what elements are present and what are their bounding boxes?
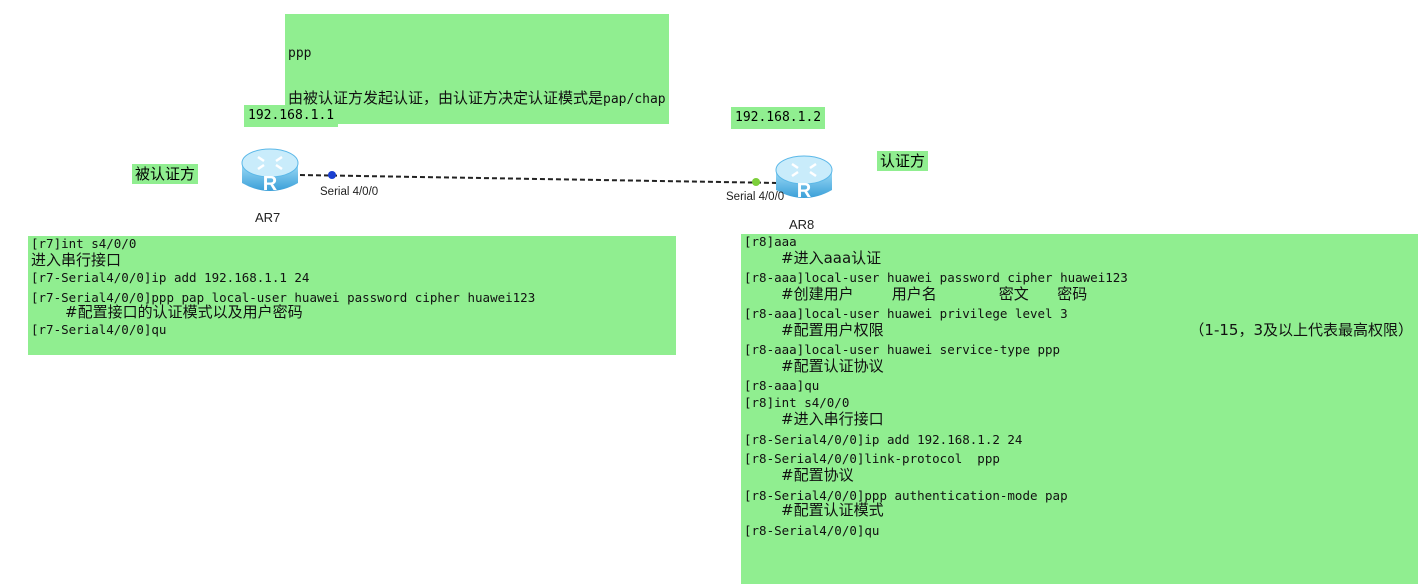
r8-cmd-line: [r8-aaa]local-user huawei service-type p… (744, 342, 1061, 357)
left-role-label: 被认证方 (132, 164, 199, 184)
r8-desc-line: #进入aaa认证 (781, 249, 882, 267)
r8-desc-line: #配置认证协议 (781, 357, 884, 375)
right-port-dot[interactable] (752, 178, 760, 186)
right-ip-label: 192.168.1.2 (731, 107, 826, 129)
r8-desc-line: #配置用户权限 （1-15，3及以上代表最高权限） (744, 321, 1415, 339)
header-note-line2-en: pap/chap (603, 92, 666, 107)
r8-cmd-line: [r8-Serial4/0/0]ip add 192.168.1.2 24 (744, 432, 1023, 447)
r7-desc-line: 进入串行接口 (31, 251, 122, 269)
r8-privilege-desc: #配置用户权限 (781, 321, 884, 339)
r7-cmd-line: [r7-Serial4/0/0]ppp pap local-user huawe… (31, 290, 536, 305)
left-ip-label: 192.168.1.1 (244, 105, 339, 127)
router-ar7-icon[interactable]: R (240, 143, 300, 203)
r7-config-box: [r7]int s4/0/0 进入串行接口 [r7-Serial4/0/0]ip… (28, 236, 676, 355)
right-role-label: 认证方 (877, 151, 929, 171)
r8-cmd-line: [r8-aaa]local-user huawei privilege leve… (744, 306, 1068, 321)
left-port-label: Serial 4/0/0 (320, 186, 379, 198)
r8-privilege-range-note: （1-15，3及以上代表最高权限） (1189, 321, 1413, 339)
right-port-label: Serial 4/0/0 (726, 191, 785, 203)
left-port-dot[interactable] (328, 171, 336, 179)
r8-desc-line: #创建用户 用户名 密文 密码 (781, 285, 1088, 303)
r8-cmd-line: [r8]int s4/0/0 (744, 395, 850, 410)
r7-cmd-line: [r7-Serial4/0/0]qu (31, 322, 167, 337)
r8-config-box: [r8]aaa #进入aaa认证 [r8-aaa]local-user huaw… (741, 234, 1418, 584)
r8-cmd-line: [r8-Serial4/0/0]ppp authentication-mode … (744, 488, 1068, 503)
svg-text:R: R (263, 173, 278, 195)
device-name-ar8: AR8 (789, 217, 815, 232)
r8-cmd-line: [r8-Serial4/0/0]link-protocol ppp (744, 451, 1000, 466)
header-note-line1: ppp (288, 46, 312, 61)
header-note: ppp 由被认证方发起认证，由认证方决定认证模式是pap/chap (285, 14, 669, 124)
r8-cmd-line: [r8-Serial4/0/0]qu (744, 523, 880, 538)
r7-desc-line: #配置接口的认证模式以及用户密码 (65, 303, 303, 321)
r7-cmd-line: [r7-Serial4/0/0]ip add 192.168.1.1 24 (31, 270, 310, 285)
r8-cmd-line: [r8-aaa]qu (744, 378, 820, 393)
r8-cmd-line: [r8]aaa (744, 234, 797, 249)
svg-text:R: R (797, 180, 812, 202)
r8-desc-line: #进入串行接口 (781, 410, 884, 428)
r8-cmd-line: [r8-aaa]local-user huawei password ciphe… (744, 270, 1128, 285)
device-name-ar7: AR7 (255, 210, 281, 225)
header-note-line2-zh: 由被认证方发起认证，由认证方决定认证模式是 (288, 89, 604, 107)
r7-cmd-line: [r7]int s4/0/0 (31, 236, 137, 251)
serial-link-line (299, 174, 781, 184)
router-ar8-icon[interactable]: R (774, 150, 834, 210)
header-note-line2: 由被认证方发起认证，由认证方决定认证模式是pap/chap (288, 89, 666, 108)
r8-desc-line: #配置认证模式 (781, 501, 884, 519)
r8-desc-line: #配置协议 (781, 466, 854, 484)
